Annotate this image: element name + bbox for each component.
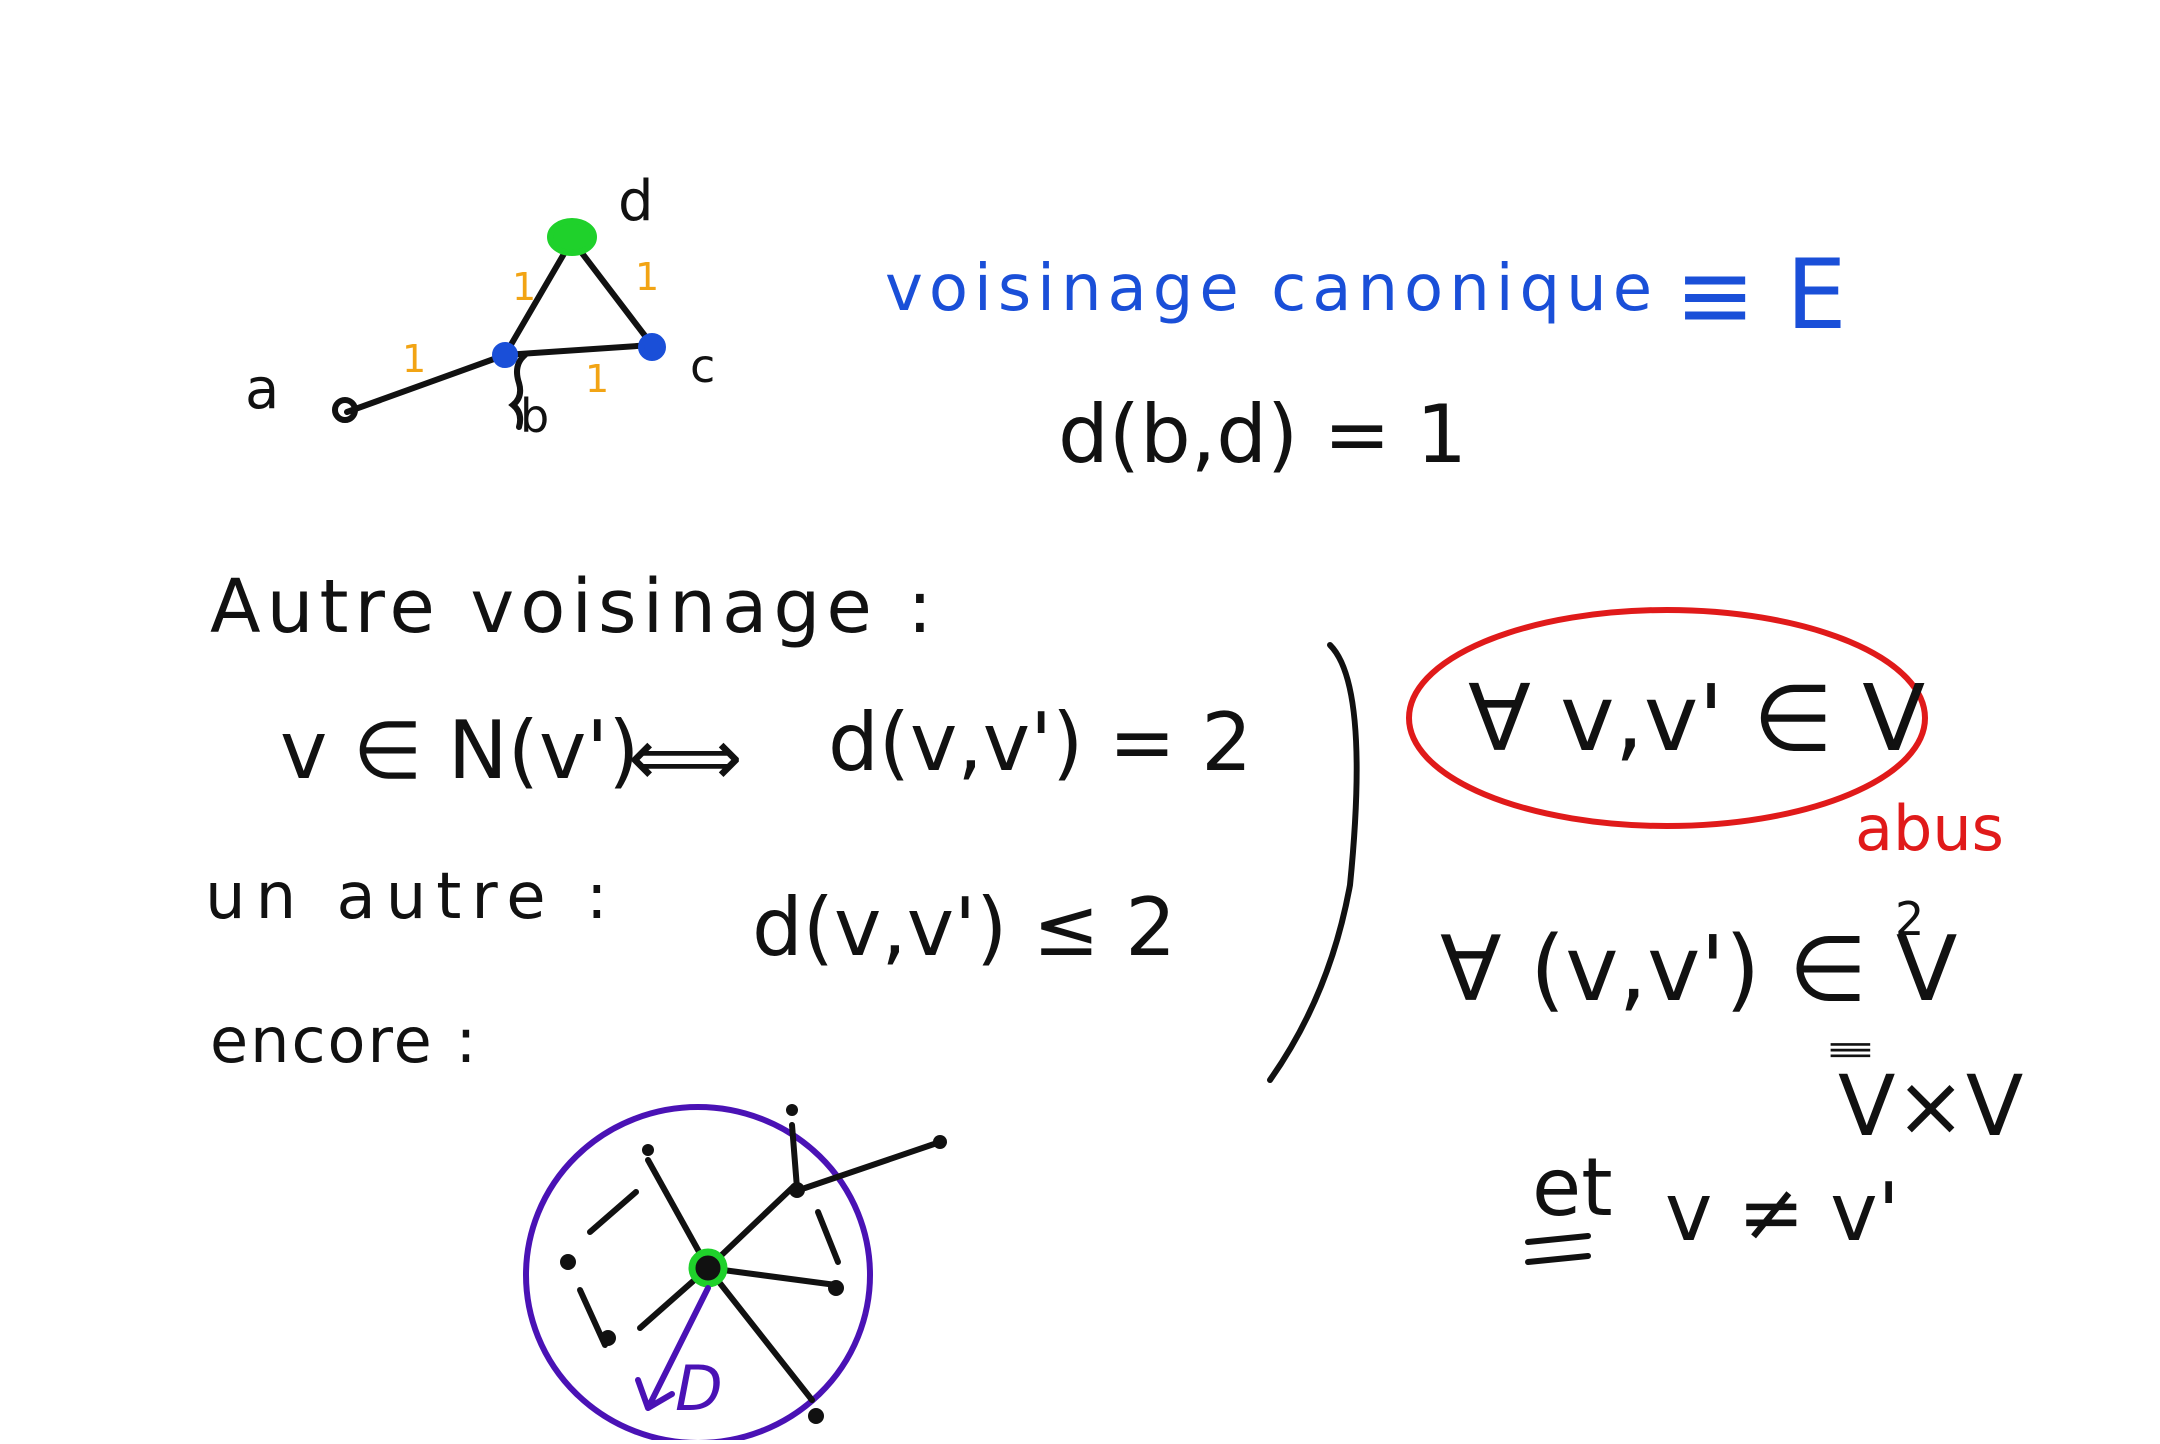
label-node-c: c xyxy=(690,339,715,393)
small-graph xyxy=(332,218,666,430)
neighborhood-drawing: D xyxy=(523,1104,947,1444)
node-b xyxy=(492,342,518,368)
note-abus: abus xyxy=(1855,792,2004,865)
note-exponent-2: 2 xyxy=(1895,892,1924,946)
edge-a-b xyxy=(344,352,508,415)
center-node xyxy=(688,1248,728,1288)
note-un-autre: un autre : xyxy=(205,860,618,934)
neighborhood-edges xyxy=(577,1122,943,1403)
label-node-a: a xyxy=(245,357,279,422)
note-relation-left: v ∈ N(v') xyxy=(280,704,640,797)
note-forall-red: ∀ v,v' ∈ V xyxy=(1468,665,1925,772)
note-dist-bd: d(b,d) = 1 xyxy=(1058,388,1467,481)
note-canonical: voisinage canonique xyxy=(885,252,1658,326)
node-c xyxy=(638,333,666,361)
weight-d-c: 1 xyxy=(635,255,659,299)
note-neq: v ≠ v' xyxy=(1665,1166,1900,1259)
et-underline xyxy=(1525,1233,1591,1265)
note-autre-voisinage: Autre voisinage : xyxy=(210,564,938,650)
node-a xyxy=(332,397,358,423)
note-equiv-bars: ⫼ xyxy=(1824,1040,1875,1060)
note-forall-pair: ∀ (v,v') ∈ V xyxy=(1440,917,1957,1022)
note-iff: ⟺ xyxy=(628,711,743,804)
edge-b-c xyxy=(502,342,655,358)
brace-b xyxy=(508,352,528,430)
neighborhood-nodes xyxy=(560,1104,947,1424)
weight-b-c: 1 xyxy=(585,357,609,401)
weight-b-d: 1 xyxy=(512,265,536,309)
radius-arrow xyxy=(635,1285,711,1411)
note-equiv-e: ≡ E xyxy=(1675,239,1847,351)
red-circle xyxy=(1406,607,1928,829)
edge-d-c xyxy=(569,237,655,348)
note-encore: encore : xyxy=(210,1004,478,1077)
note-relation-right: d(v,v') = 2 xyxy=(828,696,1252,789)
weight-a-b: 1 xyxy=(402,337,426,381)
note-leq: d(v,v') ≤ 2 xyxy=(752,881,1176,974)
edge-b-d xyxy=(502,237,575,358)
label-node-d: d xyxy=(618,169,654,234)
big-paren xyxy=(1267,642,1360,1083)
node-d xyxy=(547,218,597,256)
note-vxv: V×V xyxy=(1838,1057,2023,1155)
label-node-b: b xyxy=(520,389,549,443)
note-et: et xyxy=(1532,1141,1613,1234)
radius-label: D xyxy=(675,1352,723,1425)
edge-weights: 1 1 1 1 xyxy=(402,255,659,401)
